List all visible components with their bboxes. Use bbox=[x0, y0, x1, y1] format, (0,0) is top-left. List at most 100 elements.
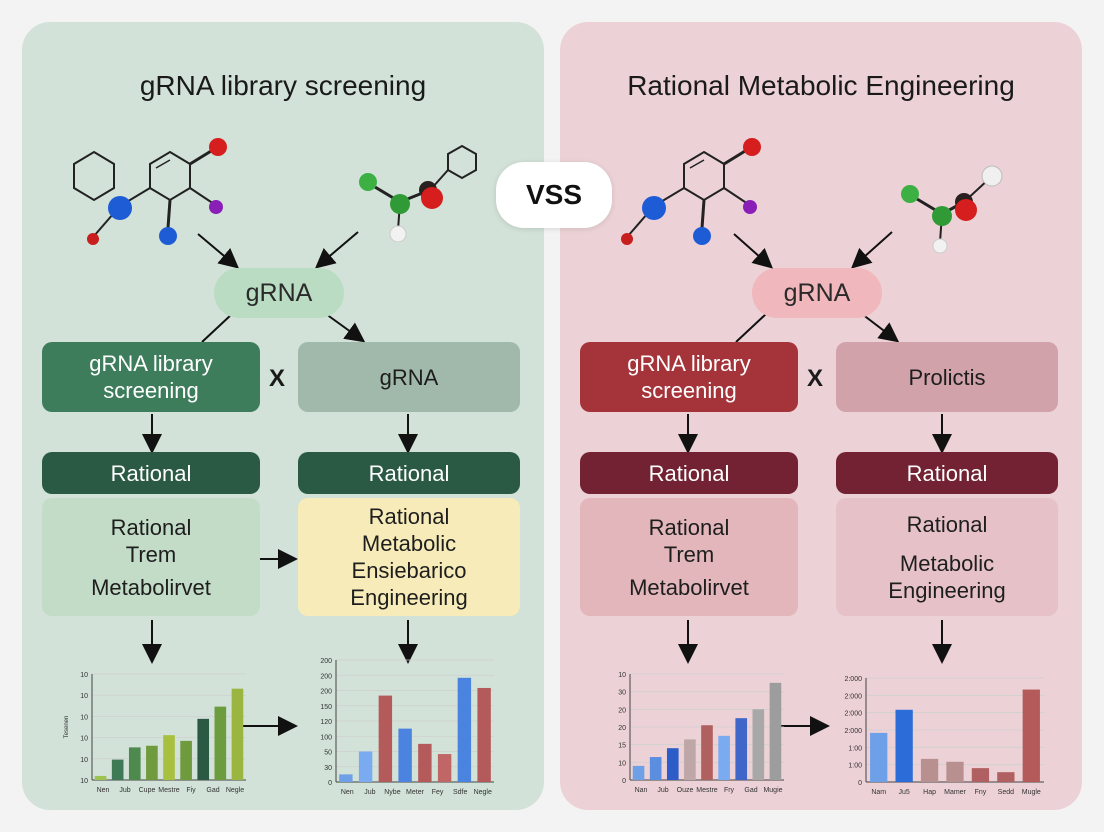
y-tick-label: 30 bbox=[618, 690, 626, 697]
x-tick-label: Nan bbox=[635, 787, 648, 794]
x-tick-label: Jub bbox=[364, 789, 375, 796]
bar bbox=[477, 687, 491, 782]
y-tick-label: 2:000 bbox=[844, 676, 862, 683]
x-tick-label: Ju5 bbox=[898, 789, 909, 796]
text-line: Engineering bbox=[888, 577, 1006, 603]
bar bbox=[920, 758, 939, 782]
bar bbox=[398, 728, 412, 782]
y-tick-label: 10 bbox=[80, 778, 88, 785]
right-box-metabolic: Rational Metabolic Engineering bbox=[836, 498, 1058, 616]
bar bbox=[418, 743, 432, 782]
right-molecule-small bbox=[901, 165, 1003, 254]
text-line: screening bbox=[103, 378, 199, 403]
left-box-trem: Rational Trem Metabolirvet bbox=[42, 498, 260, 616]
text-line: Metabolic bbox=[899, 550, 995, 576]
text-line: gRNA library bbox=[627, 351, 751, 376]
x-tick-label: Mestre bbox=[158, 787, 180, 794]
y-tick-label: 200 bbox=[320, 673, 332, 680]
left-molecule-aromatic bbox=[73, 138, 227, 245]
left-box-metabolic: Rational Metabolic Ensiebarico Engineeri… bbox=[298, 498, 520, 616]
left-grna-pill: gRNA bbox=[214, 268, 344, 318]
x-tick-label: Nen bbox=[341, 789, 354, 796]
y-tick-label: 150 bbox=[320, 704, 332, 711]
text-line: Metabolic bbox=[361, 531, 457, 556]
y-tick-label: 10 bbox=[80, 736, 88, 743]
right-panel: Rational Metabolic Engineering bbox=[560, 22, 1082, 810]
bar bbox=[684, 739, 696, 780]
x-tick-label: Jub bbox=[657, 787, 668, 794]
y-tick-label: 2:000 bbox=[844, 711, 862, 718]
x-tick-label: Fry bbox=[724, 787, 735, 794]
bar bbox=[870, 732, 888, 782]
x-tick-label: Nam bbox=[871, 789, 886, 796]
x-tick-label: Sedd bbox=[998, 789, 1014, 796]
bar bbox=[437, 754, 452, 782]
bar bbox=[769, 682, 782, 780]
y-tick-label: 10 bbox=[80, 757, 88, 764]
x-tick-label: Gad bbox=[744, 787, 757, 794]
text-line: Metabolirvet bbox=[629, 574, 749, 600]
y-tick-label: 120 bbox=[320, 719, 332, 726]
y-tick-label: 10 bbox=[618, 760, 626, 767]
bar bbox=[197, 718, 210, 780]
y-tick-label: 20 bbox=[618, 707, 626, 714]
text-line: Engineering bbox=[350, 585, 468, 610]
x-tick-label: Mugie bbox=[763, 787, 782, 794]
right-box-rational-1: Rational bbox=[580, 452, 798, 494]
x-tick-label: Nybe bbox=[384, 789, 400, 796]
bar bbox=[339, 774, 353, 782]
y-tick-label: 15 bbox=[618, 743, 626, 750]
x-tick-label: Jub bbox=[119, 787, 130, 794]
x-tick-label: Negle bbox=[474, 789, 492, 796]
x-tick-label: Fiy bbox=[186, 787, 196, 794]
x-tick-label: Cupe bbox=[139, 787, 156, 794]
bar bbox=[378, 695, 393, 782]
bar bbox=[718, 735, 730, 780]
x-tick-label: Nen bbox=[97, 787, 110, 794]
left-box-rational-2: Rational bbox=[298, 452, 520, 494]
text-line: Rational bbox=[648, 514, 730, 540]
text-line: Trem bbox=[125, 541, 177, 567]
left-molecule-small bbox=[359, 144, 477, 242]
bar bbox=[94, 775, 107, 780]
right-grna-pill: gRNA bbox=[752, 268, 882, 318]
x-tick-label: Meter bbox=[406, 789, 425, 796]
text-line: Metabolirvet bbox=[91, 574, 211, 600]
bar bbox=[457, 677, 472, 782]
right-box-rational-2: Rational bbox=[836, 452, 1058, 494]
text-line: screening bbox=[641, 378, 737, 403]
y-axis-label: Tesenen bbox=[64, 716, 70, 739]
bar bbox=[649, 757, 662, 780]
bar bbox=[946, 761, 964, 782]
y-tick-label: 10 bbox=[80, 672, 88, 679]
x-tick-label: Ouze bbox=[677, 787, 694, 794]
y-tick-label: 100 bbox=[320, 734, 332, 741]
bar bbox=[146, 745, 158, 780]
left-box-grna: gRNA bbox=[298, 342, 520, 412]
y-tick-label: 20 bbox=[618, 725, 626, 732]
bar bbox=[971, 768, 990, 782]
text-line: gRNA bbox=[379, 364, 439, 390]
bar bbox=[632, 765, 645, 780]
text-line: Trem bbox=[663, 541, 715, 567]
x-tick-label: Mamer bbox=[944, 789, 966, 796]
y-tick-label: 1:00 bbox=[848, 763, 862, 770]
bar bbox=[180, 740, 192, 780]
x-tick-label: Mestre bbox=[696, 787, 718, 794]
bar bbox=[128, 747, 141, 780]
bar bbox=[701, 725, 713, 780]
vs-badge: VSS bbox=[496, 162, 612, 228]
x-tick-label: Fny bbox=[975, 789, 987, 796]
y-tick-label: 30 bbox=[324, 765, 332, 772]
y-tick-label: 0 bbox=[328, 780, 332, 787]
bar bbox=[231, 688, 244, 780]
bar bbox=[752, 709, 765, 780]
y-tick-label: 10 bbox=[80, 693, 88, 700]
y-tick-label: 50 bbox=[324, 750, 332, 757]
left-panel: gRNA library screening bbox=[22, 22, 544, 810]
text-line: Rational bbox=[110, 514, 192, 540]
